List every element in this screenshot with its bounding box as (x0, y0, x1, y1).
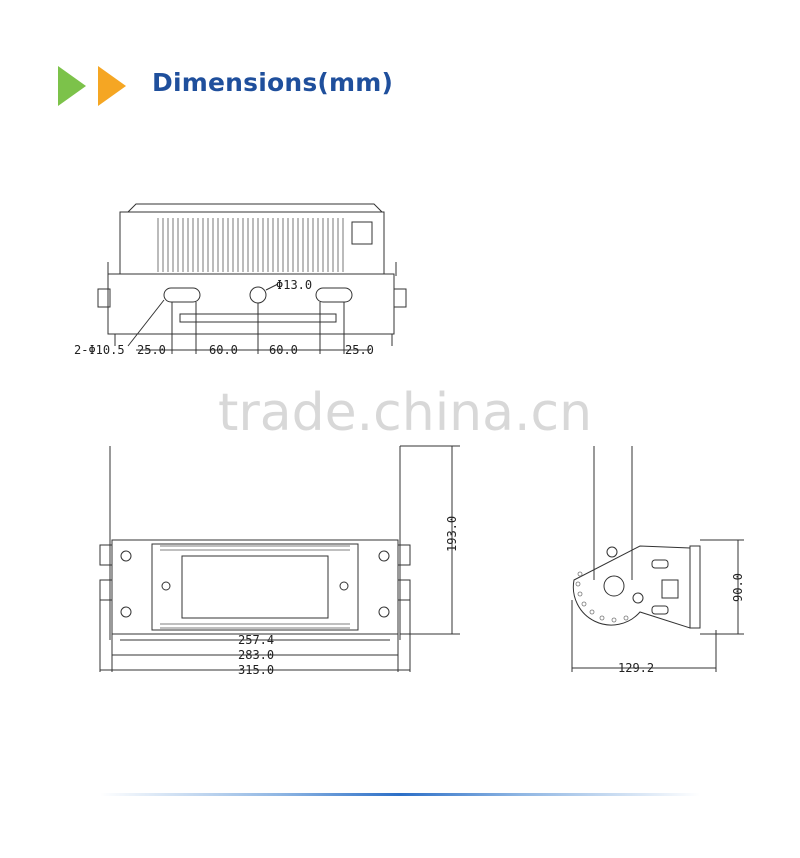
side-height-label: 90.0 (731, 573, 745, 602)
front-width-label: 315.0 (238, 663, 274, 677)
front-width-label: 283.0 (238, 648, 274, 662)
spacing-label: 25.0 (137, 343, 166, 357)
section-header: Dimensions(mm) (58, 62, 478, 106)
side-width-label: 129.2 (618, 661, 654, 675)
watermark: trade.china.cn (218, 383, 592, 443)
front-height-label: 193.0 (445, 516, 459, 552)
spacing-label: 60.0 (269, 343, 298, 357)
top-view (97, 203, 407, 354)
hole-diameter-label: Φ13.0 (276, 278, 312, 292)
play-arrow-green-icon (58, 66, 86, 106)
slot-diameter-label: 2-Φ10.5 (74, 343, 125, 357)
play-arrow-orange-icon (98, 66, 126, 106)
page-title: Dimensions(mm) (152, 68, 394, 97)
front-width-label: 257.4 (238, 633, 274, 647)
spacing-label: 25.0 (345, 343, 374, 357)
side-view (571, 446, 744, 672)
footer-divider (100, 793, 700, 796)
spacing-label: 60.0 (209, 343, 238, 357)
front-view (99, 445, 460, 672)
